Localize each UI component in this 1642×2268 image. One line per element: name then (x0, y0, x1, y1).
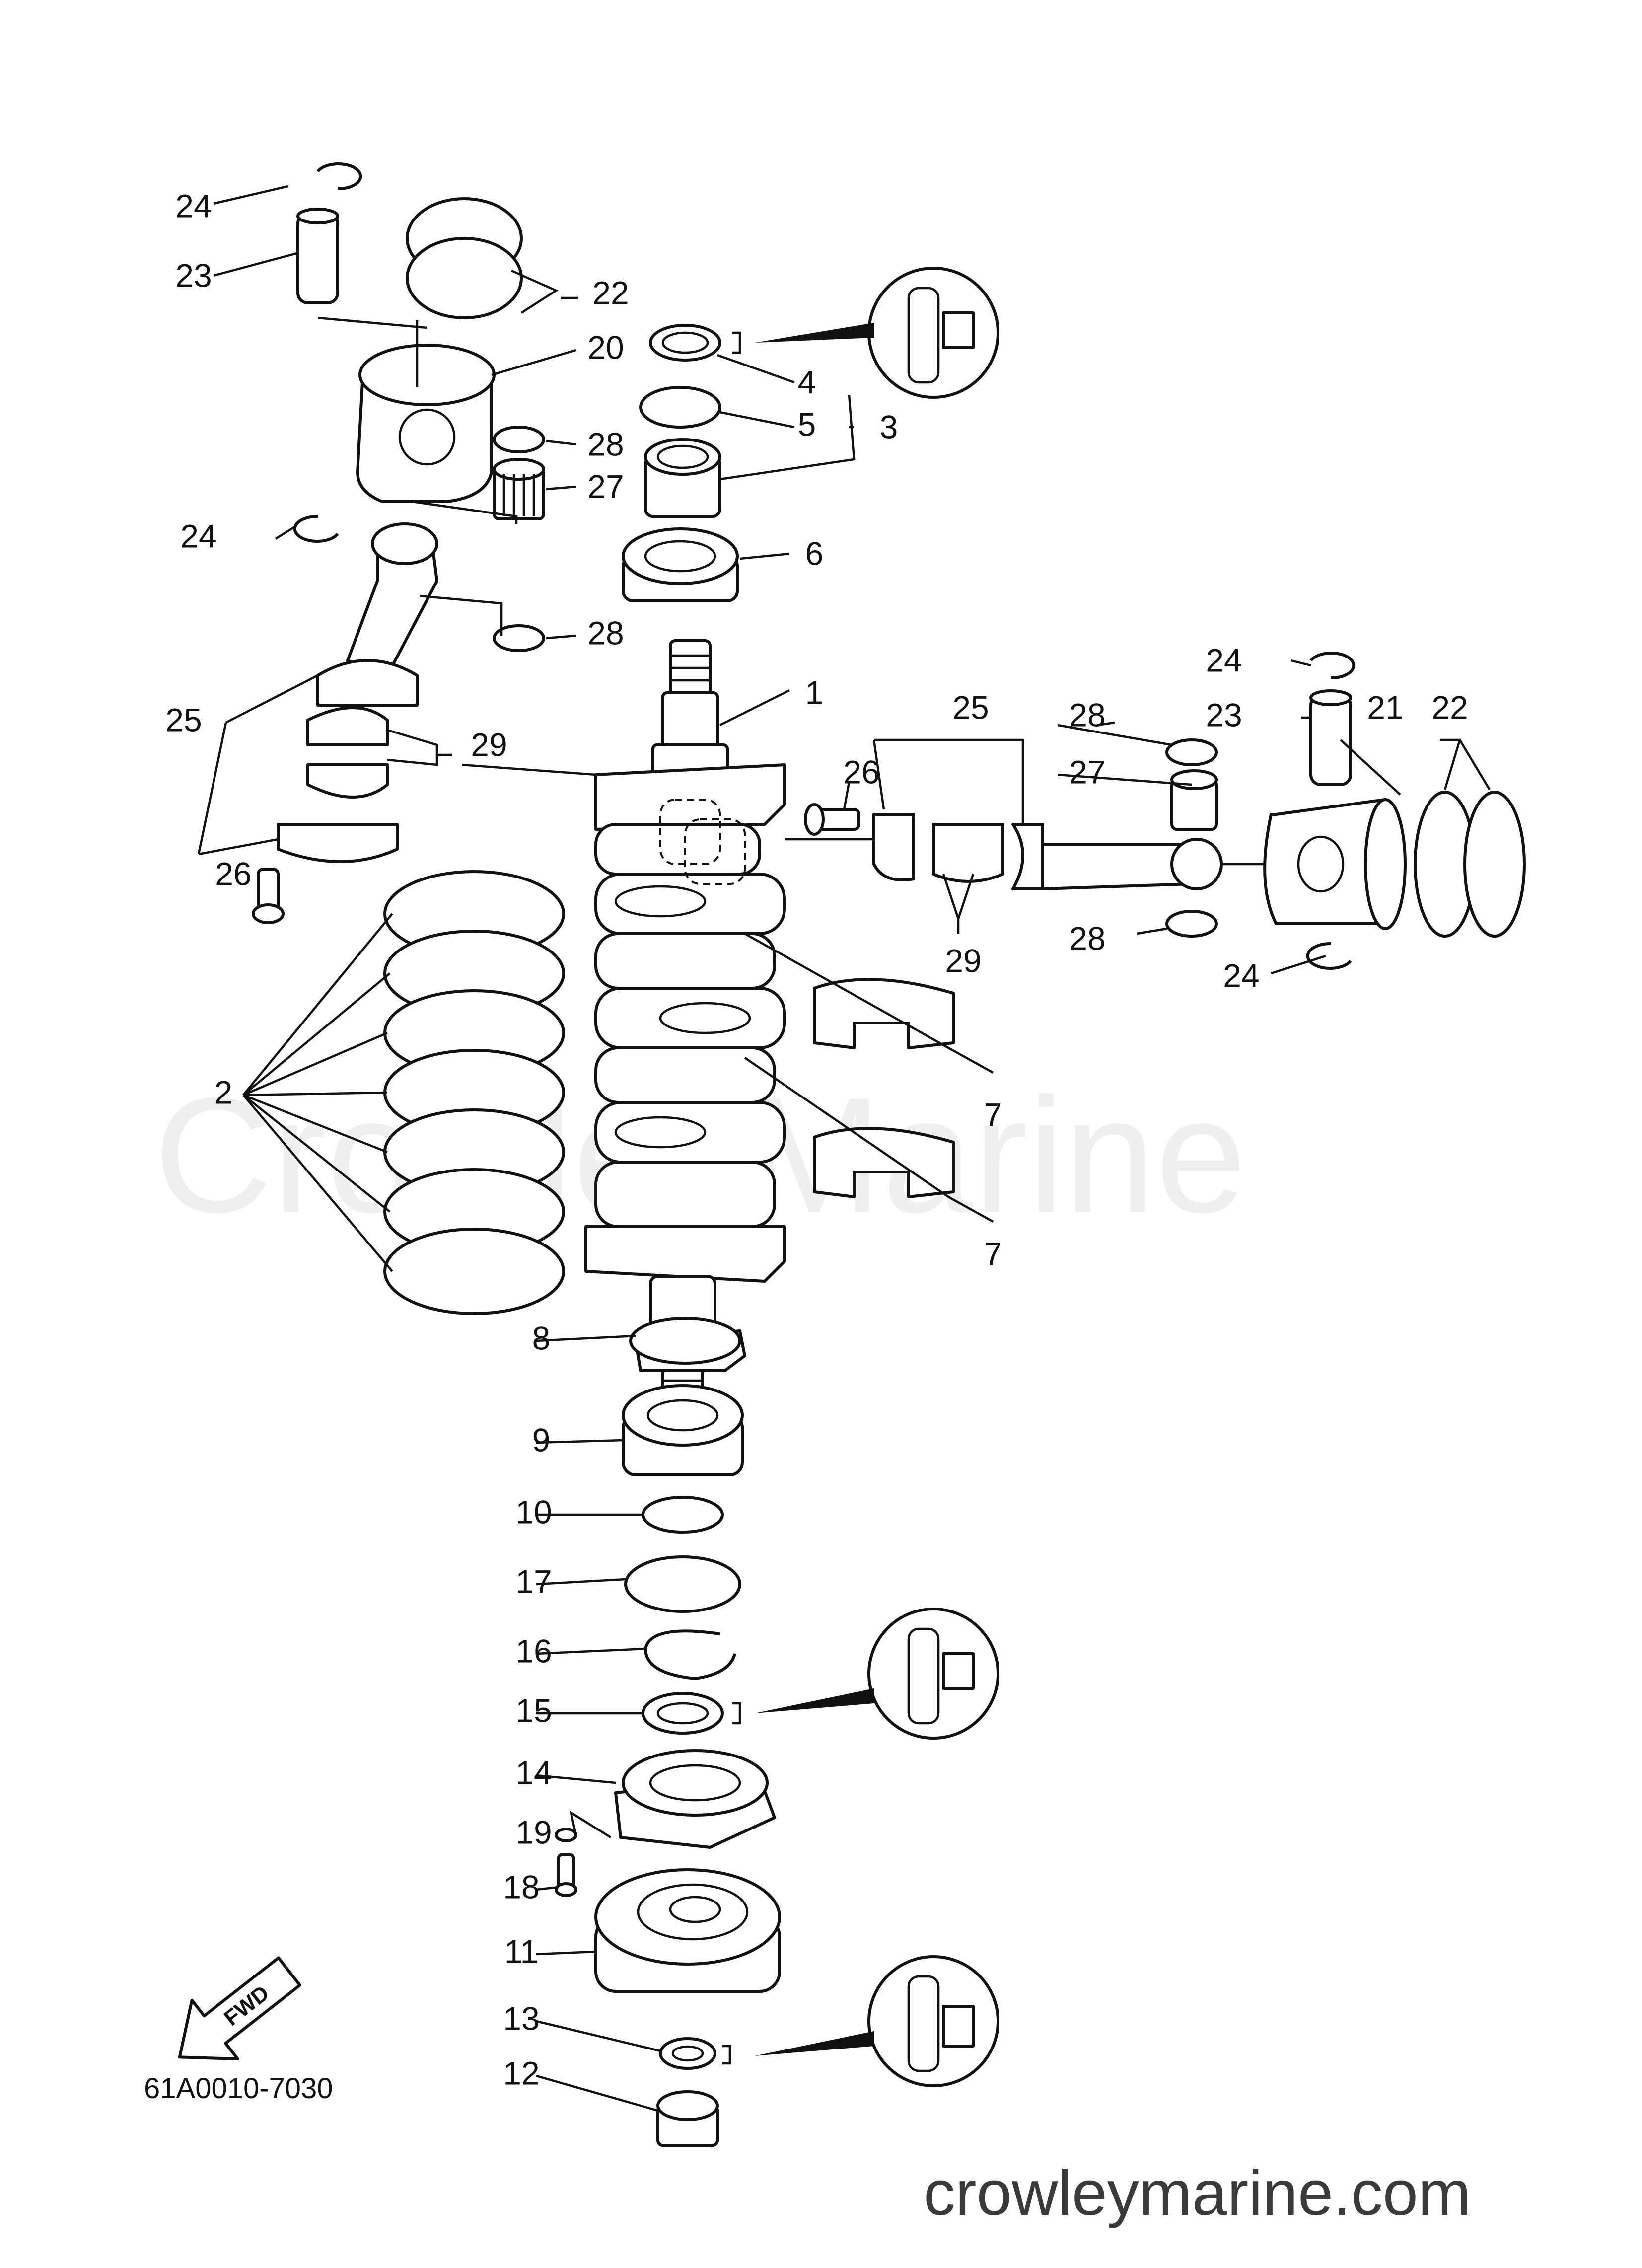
callout-13: 13 (503, 2000, 539, 2037)
callout-3: 3 (880, 408, 898, 445)
callout-22a: 22 (592, 274, 629, 311)
piston-rings-right (1414, 791, 1526, 938)
washer-28c (493, 624, 545, 652)
callout-28c: 28 (587, 614, 624, 651)
piston-rings-stack (383, 870, 565, 1315)
callout-24a: 24 (175, 187, 212, 224)
rod-cap-right (872, 813, 915, 881)
main-bearing-7a (813, 978, 955, 1049)
callout-8: 8 (532, 1319, 551, 1356)
thrust-washer-8 (629, 1317, 746, 1372)
callout-28b: 28 (1069, 696, 1105, 733)
ball-bearing-6 (622, 527, 739, 602)
callout-12: 12 (503, 2054, 539, 2091)
seal-install-icon (867, 1608, 999, 1740)
callout-4: 4 (798, 364, 816, 400)
callout-25b: 25 (952, 689, 989, 726)
bearing-halves-left (306, 706, 389, 799)
piston-pin-clip-top (316, 162, 362, 191)
connecting-rod-left (316, 522, 438, 707)
callout-10: 10 (515, 1493, 552, 1530)
piston-pin-clip-right-top (1309, 652, 1356, 680)
callout-29a: 29 (471, 726, 507, 763)
callout-18: 18 (503, 1868, 539, 1905)
callout-9: 9 (532, 1421, 551, 1458)
piston-top (356, 320, 496, 503)
rod-cap-left (277, 823, 399, 863)
seal-icon-pointer (755, 2031, 874, 2056)
crankshaft (584, 639, 786, 1402)
oil-seal-4 (649, 324, 721, 362)
callout-21: 21 (1367, 689, 1403, 726)
callout-29b: 29 (945, 942, 981, 979)
washer-19 (555, 1828, 577, 1842)
nut-12 (656, 2090, 719, 2147)
oil-seal-15 (642, 1692, 724, 1735)
callout-26a: 26 (215, 855, 251, 892)
rod-bolt-left (252, 868, 285, 924)
piston-pin-right (1309, 689, 1352, 786)
ring-leaders (242, 913, 393, 1272)
bolt-18 (555, 1853, 577, 1897)
forward-arrow-icon: FWD (178, 1956, 301, 2061)
seal-install-icon (867, 1955, 999, 2087)
callout-28a: 28 (587, 426, 624, 462)
callout-28d: 28 (1069, 920, 1105, 956)
piston-pin-clip-right-bottom (1306, 942, 1352, 970)
callout-14: 14 (515, 1754, 552, 1791)
piston-pin-top (296, 208, 339, 304)
callout-26b: 26 (843, 753, 879, 790)
connecting-rod-right (1011, 823, 1223, 890)
main-bearing-7b (813, 1127, 955, 1198)
callout-17: 17 (515, 1563, 552, 1600)
seal-13 (659, 2037, 716, 2070)
washer-28d (1165, 910, 1218, 938)
o-ring-17 (624, 1555, 741, 1613)
callout-24d: 24 (1223, 957, 1259, 994)
snap-ring-10 (642, 1496, 724, 1534)
callout-6: 6 (805, 535, 824, 572)
flywheel-11 (594, 1868, 781, 1993)
leader-lines (197, 185, 1491, 2112)
callout-19: 19 (515, 1814, 552, 1850)
seal-icon-pointer (755, 323, 874, 343)
seal-icon-pointer (755, 1688, 874, 1713)
callout-23b: 23 (1206, 696, 1242, 733)
circlip-16 (644, 1629, 736, 1680)
callout-11: 11 (504, 1933, 539, 1970)
callout-23a: 23 (175, 257, 212, 293)
ball-bearing-9 (622, 1384, 744, 1476)
drawing-code: 61A0010-7030 (144, 2072, 333, 2105)
callout-22b: 22 (1431, 689, 1468, 726)
rod-bolt-right (804, 803, 860, 836)
callout-7b: 7 (984, 1235, 1002, 1272)
callout-24c: 24 (1206, 642, 1242, 678)
callout-numbers: 1 2 3 4 5 6 7 7 8 9 10 11 12 13 14 15 16… (165, 187, 1468, 2091)
callout-27b: 27 (1069, 753, 1105, 790)
callout-20: 20 (587, 329, 624, 366)
bearing-halves-right (932, 823, 1004, 883)
callout-27a: 27 (587, 468, 624, 505)
washer-28b (1165, 738, 1218, 766)
callout-5: 5 (798, 406, 816, 442)
callout-1: 1 (805, 674, 824, 711)
needle-bearing-small-top (493, 426, 545, 520)
footer-site: crowleymarine.com (924, 2158, 1471, 2229)
piston-pin-clip-mid (293, 514, 339, 543)
needle-bearing-27b (1170, 769, 1218, 831)
callout-25a: 25 (165, 701, 202, 738)
callout-24b: 24 (180, 517, 216, 554)
callout-7a: 7 (984, 1096, 1002, 1133)
needle-bearing-3 (644, 438, 721, 518)
piston-right (1263, 798, 1407, 930)
callout-15: 15 (515, 1692, 552, 1729)
callout-2: 2 (214, 1074, 233, 1110)
seal-install-icon (867, 267, 999, 399)
housing-14 (614, 1749, 776, 1849)
callout-16: 16 (515, 1632, 552, 1669)
o-ring-5 (639, 386, 721, 429)
piston-rings-top (406, 197, 523, 319)
